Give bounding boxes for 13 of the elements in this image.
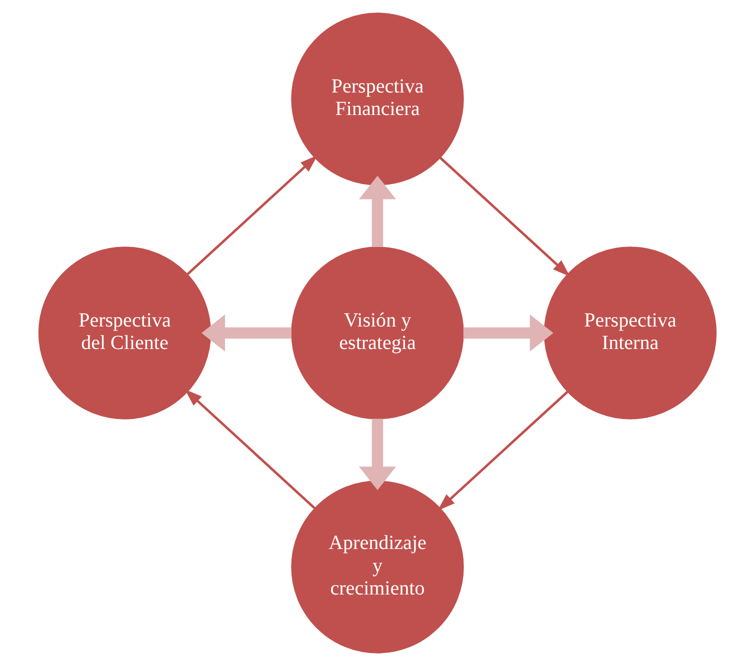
node-circle: Perspectiva Interna [544,246,717,420]
arrow [184,389,316,510]
node-circle: Aprendizaje y crecimiento [291,480,464,654]
arrow [202,314,292,352]
node-circle: Visión y estrategia [291,246,464,420]
arrow [186,155,318,276]
arrow [439,156,570,277]
arrow [463,314,554,352]
node-circle: Perspectiva del Cliente [38,246,212,420]
arrow [438,390,568,511]
arrow [359,176,396,248]
node-circle: Perspectiva Financiera [291,12,464,186]
arrow [359,418,396,490]
